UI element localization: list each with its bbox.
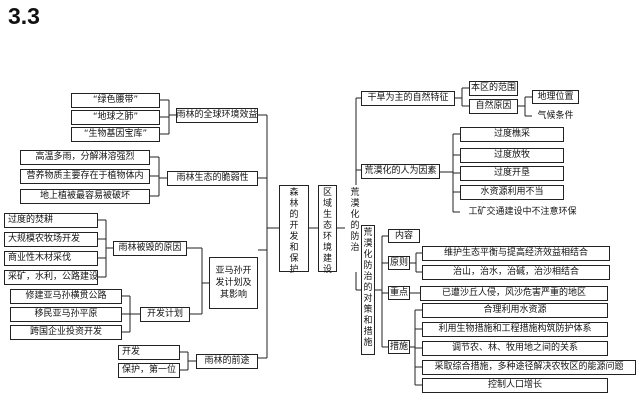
item-investment: 跨国企业投资开发 xyxy=(10,325,122,340)
item-overcultivation: 过度开垦 xyxy=(460,166,564,181)
item-green-belt: “绿色腰带” xyxy=(71,93,160,108)
node-future: 雨林的前途 xyxy=(196,354,258,369)
node-amazon-plan: 亚马孙开发计划及其影响 xyxy=(209,257,258,309)
node-global-benefit: 雨林的全球环境效益 xyxy=(176,108,258,123)
node-principle: 原则 xyxy=(388,256,410,270)
item-develop: 开发 xyxy=(118,345,180,360)
item-principle-combine: 治山，治水，治碱，治沙相结合 xyxy=(422,265,610,280)
node-focus: 重点 xyxy=(388,286,410,300)
item-action-protection: 利用生物措施和工程措施构筑防护体系 xyxy=(422,322,608,337)
node-forest-development: 森林的开发和保护 xyxy=(279,185,309,275)
item-burning: 过度的焚耕 xyxy=(4,213,98,228)
item-ranching: 大规模农牧场开发 xyxy=(4,232,98,247)
node-dev-plan: 开发计划 xyxy=(140,307,190,322)
item-action-energy: 采取综合措施，多种途径解决农牧区的能源问题 xyxy=(422,360,636,375)
item-action-landuse: 调节农、林、牧用地之间的关系 xyxy=(422,341,608,356)
node-fragility: 雨林生态的脆弱性 xyxy=(167,171,258,186)
item-action-water: 合理利用水资源 xyxy=(422,303,608,318)
item-climate: 气候条件 xyxy=(532,109,579,123)
item-industrial: 工矿交通建设中不注意环保 xyxy=(460,205,585,220)
item-high-temp: 高温多雨，分解淋溶强烈 xyxy=(20,150,150,165)
node-measures: 荒漠化防治的对策和措施 xyxy=(361,225,375,355)
node-actions: 措施 xyxy=(388,340,410,354)
node-desert-control: 荒漠化的防治 xyxy=(345,185,365,272)
item-earth-lung: “地球之肺” xyxy=(71,110,160,125)
item-water-misuse: 水资源利用不当 xyxy=(460,185,564,200)
item-overcutting: 过度樵采 xyxy=(460,127,564,142)
item-highway: 修建亚马孙横贯公路 xyxy=(10,289,122,304)
item-natural-cause: 自然原因 xyxy=(469,99,518,114)
node-forest-development-label: 森林的开发和保护 xyxy=(289,188,299,275)
item-focus-area: 已遭沙丘人侵，风沙危害严重的地区 xyxy=(420,286,608,301)
node-content: 内容 xyxy=(388,229,420,243)
node-regional-eco-label: 区域生态环境建设 xyxy=(322,188,332,275)
item-overgrazing: 过度放牧 xyxy=(460,148,564,163)
item-scope: 本区的范围 xyxy=(469,81,518,96)
node-regional-eco: 区域生态环境建设 xyxy=(318,185,337,275)
item-protect: 保护，第一位 xyxy=(118,363,180,378)
item-location: 地理位置 xyxy=(532,90,579,104)
node-measures-label: 荒漠化防治的对策和措施 xyxy=(363,228,373,348)
item-logging: 商业性木材采伐 xyxy=(4,251,98,266)
item-principle-balance: 维护生态平衡与提高经济效益相结合 xyxy=(422,246,610,261)
item-gene-bank: “生物基因宝库” xyxy=(71,127,160,142)
item-vegetation: 地上植被最容易被破坏 xyxy=(20,189,150,204)
item-migration: 移民亚马孙平原 xyxy=(10,307,122,322)
node-destruction: 雨林被毁的原因 xyxy=(113,241,187,256)
node-desert-control-label: 荒漠化的防治 xyxy=(350,188,360,253)
page-title: 3.3 xyxy=(8,3,40,29)
item-nutrients: 营养物质主要存在于植物体内 xyxy=(20,169,150,184)
item-action-population: 控制人口增长 xyxy=(422,378,608,393)
node-natural-features: 干旱为主的自然特征 xyxy=(361,91,455,106)
item-mining: 采矿，水利，公路建设 xyxy=(4,270,98,285)
node-human-factors: 荒漠化的人为因素 xyxy=(361,164,440,179)
